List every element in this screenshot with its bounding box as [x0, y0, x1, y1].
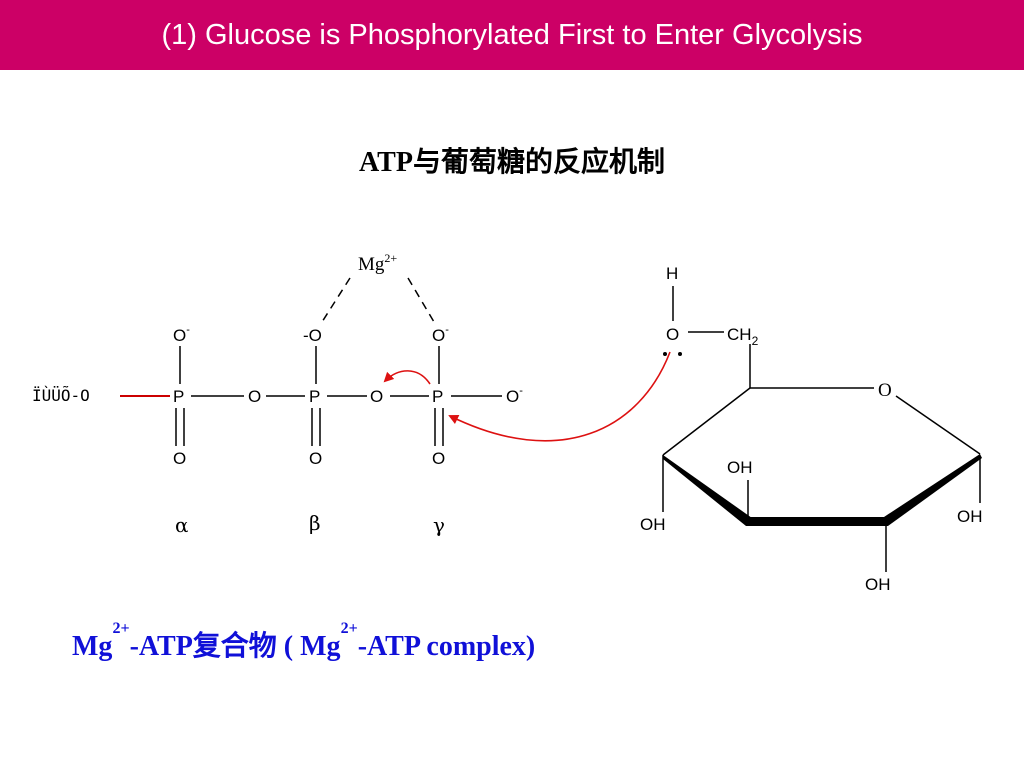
beta-oxygen-anion: -O [303, 326, 322, 345]
alpha-oxygen-anion-base: O [173, 326, 186, 345]
title-bar: (1) Glucose is Phosphorylated First to E… [0, 0, 1024, 70]
slide-title: (1) Glucose is Phosphorylated First to E… [161, 19, 863, 51]
gamma-phosphorus: P [432, 387, 443, 406]
glucose-hydrogen: H [666, 264, 678, 283]
ch2-label: CH2 [727, 325, 759, 348]
beta-gamma-bridge-oxygen: O [370, 387, 383, 406]
lone-pair-dot-2 [678, 352, 682, 356]
ring-c2-c1-wedge [884, 454, 982, 526]
ring-c3-c2-bold-bond [746, 517, 888, 526]
caption-part-2: -ATP复合物 ( Mg [129, 631, 341, 662]
ch2-base: CH [727, 325, 752, 344]
alpha-beta-bridge-oxygen: O [248, 387, 261, 406]
c4-hydroxyl: OH [640, 515, 666, 534]
gamma-oxygen-anion-right-base: O [506, 387, 519, 406]
mg-ion-charge: 2+ [384, 251, 397, 265]
ring-oxygen: O [878, 380, 892, 401]
gamma-oxygen-anion-right: O- [506, 385, 523, 406]
beta-phosphorus: P [309, 387, 320, 406]
adenosine-label: ÏÙÜÕ-O [32, 386, 90, 405]
gamma-oxygen-anion-right-charge: - [519, 385, 523, 397]
bond-cleavage-arrow [383, 370, 431, 385]
mg-atp-complex-caption: Mg2+-ATP复合物 ( Mg2+-ATP complex) [72, 620, 536, 664]
alpha-label: α [175, 513, 189, 537]
alpha-double-bond-oxygen: O [173, 449, 186, 468]
gamma-double-bond-oxygen: O [432, 449, 445, 468]
ring-c4-c3-wedge [663, 455, 752, 526]
c3-hydroxyl: OH [727, 458, 753, 477]
beta-label: β [309, 511, 321, 535]
diagram-subtitle: ATP与葡萄糖的反应机制 [359, 147, 665, 178]
caption-part-1: Mg [72, 631, 113, 662]
mg-coordination-right [407, 277, 435, 323]
caption-part-3: -ATP complex) [357, 631, 536, 662]
c1-hydroxyl: OH [957, 507, 983, 526]
gamma-oxygen-anion-top-base: O [432, 326, 445, 345]
mg-ion-base: Mg [358, 254, 385, 275]
gamma-oxygen-anion-top: O- [432, 324, 449, 345]
alpha-phosphorus: P [173, 387, 184, 406]
gamma-oxygen-anion-top-charge: - [445, 324, 449, 336]
alpha-oxygen-anion: O- [173, 324, 190, 345]
lone-pair-dot-1 [663, 352, 667, 356]
c6-hydroxyl-oxygen: O [666, 325, 679, 344]
c2-hydroxyl: OH [865, 575, 891, 594]
caption-sup-2: 2+ [340, 620, 358, 637]
ring-o-c1-bond [895, 395, 981, 455]
nucleophilic-attack-arrow [448, 351, 671, 442]
ch2-subscript: 2 [752, 334, 759, 348]
caption-sup-1: 2+ [112, 620, 130, 637]
mg-ion-label: Mg2+ [358, 251, 397, 275]
alpha-oxygen-anion-charge: - [186, 324, 190, 336]
mg-coordination-left [321, 277, 351, 323]
beta-double-bond-oxygen: O [309, 449, 322, 468]
ring-c5-c4-bond [662, 387, 751, 456]
gamma-label: γ [433, 513, 445, 537]
